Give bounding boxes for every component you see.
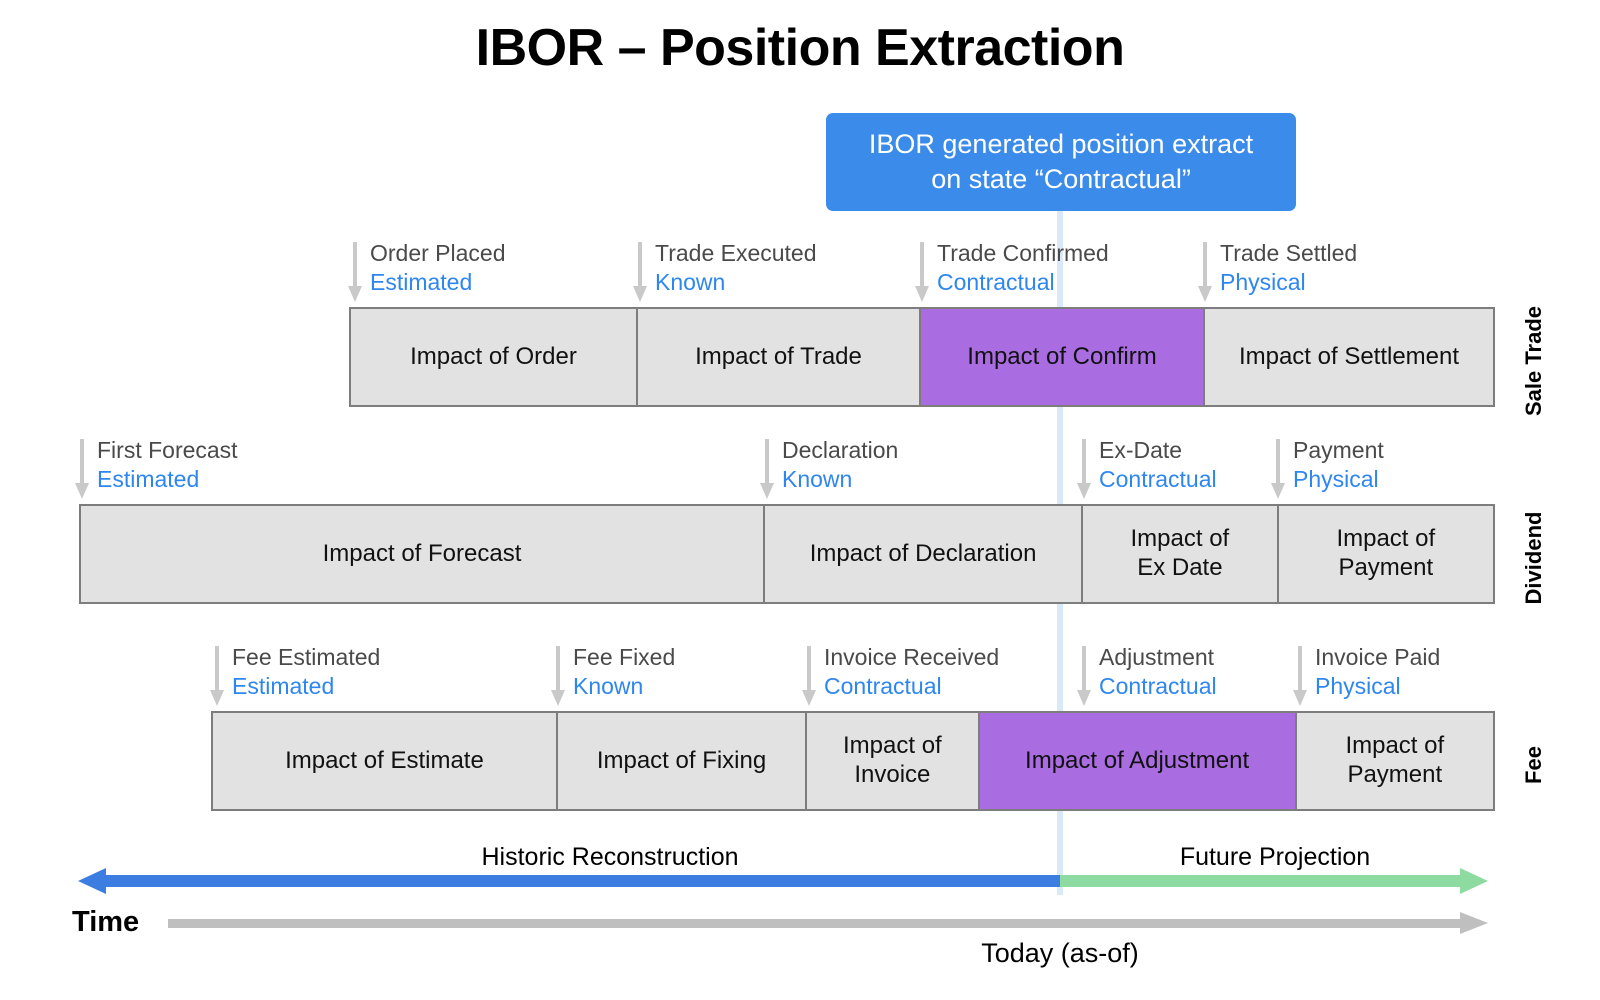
event-name: Invoice Received (824, 644, 1000, 670)
time-axis-arrow (168, 912, 1488, 934)
lane-title-fee: Fee (1521, 746, 1546, 784)
event-state: Known (782, 466, 853, 492)
event-name: Invoice Paid (1315, 644, 1441, 670)
lane-segment[interactable]: Impact of Payment (1278, 506, 1494, 602)
time-axis-label: Time (72, 906, 140, 938)
event-name: First Forecast (97, 437, 238, 463)
lane-title-sale-trade: Sale Trade (1521, 305, 1546, 417)
future-projection-label: Future Projection (1179, 843, 1371, 871)
event-name: Order Placed (370, 240, 506, 266)
down-arrow-icon (633, 242, 647, 304)
callout-line-1: IBOR generated position extract (868, 129, 1254, 160)
lane-segment[interactable]: Impact of Trade (638, 309, 921, 405)
event-state: Estimated (370, 269, 473, 295)
down-arrow-icon (348, 242, 362, 304)
event-state: Contractual (1099, 466, 1217, 492)
lane-segment[interactable]: Impact of Forecast (81, 506, 766, 602)
down-arrow-icon (1293, 646, 1307, 708)
event-name: Declaration (782, 437, 899, 463)
lane-segment[interactable]: Impact of Ex Date (1083, 506, 1279, 602)
lane-sale-trade: Impact of Order Impact of Trade Impact o… (349, 307, 1495, 407)
event-state: Contractual (1099, 673, 1217, 699)
lane-segment[interactable]: Impact of Order (351, 309, 638, 405)
down-arrow-icon (1198, 242, 1212, 304)
event-name: Trade Confirmed (937, 240, 1109, 266)
event-state: Estimated (97, 466, 200, 492)
down-arrow-icon (210, 646, 224, 708)
historic-reconstruction-label: Historic Reconstruction (481, 843, 739, 871)
lane-segment[interactable]: Impact of Fixing (557, 713, 808, 809)
lane-segment-highlighted[interactable]: Impact of Adjustment (979, 713, 1297, 809)
down-arrow-icon (802, 646, 816, 708)
event-state: Physical (1293, 466, 1379, 492)
lane-dividend: Impact of Forecast Impact of Declaration… (79, 504, 1495, 604)
down-arrow-icon (1077, 439, 1091, 501)
event-state: Physical (1315, 673, 1401, 699)
down-arrow-icon (75, 439, 89, 501)
lane-segment-highlighted[interactable]: Impact of Confirm (921, 309, 1205, 405)
lane-segment[interactable]: Impact of Estimate (213, 713, 558, 809)
today-label: Today (as-of) (981, 938, 1139, 968)
lane-segment[interactable]: Impact of Declaration (765, 506, 1084, 602)
lane-segment[interactable]: Impact of Invoice (807, 713, 980, 809)
down-arrow-icon (760, 439, 774, 501)
page-title: IBOR – Position Extraction (475, 19, 1125, 77)
event-name: Fee Fixed (573, 644, 676, 670)
event-state: Contractual (937, 269, 1055, 295)
event-name: Ex-Date (1099, 437, 1183, 463)
event-name: Trade Settled (1220, 240, 1358, 266)
callout-line-2: on state “Contractual” (931, 164, 1191, 194)
event-name: Trade Executed (655, 240, 817, 266)
event-name: Adjustment (1099, 644, 1215, 670)
ibor-extract-callout: IBOR generated position extract on state… (826, 113, 1296, 211)
historic-reconstruction-arrow (78, 868, 1060, 894)
event-state: Contractual (824, 673, 942, 699)
down-arrow-icon (1077, 646, 1091, 708)
lane-segment[interactable]: Impact of Settlement (1205, 309, 1493, 405)
lane-title-dividend: Dividend (1521, 511, 1546, 605)
event-state: Known (655, 269, 726, 295)
event-name: Payment (1293, 437, 1384, 463)
event-name: Fee Estimated (232, 644, 381, 670)
down-arrow-icon (1271, 439, 1285, 501)
down-arrow-icon (915, 242, 929, 304)
down-arrow-icon (551, 646, 565, 708)
event-state: Estimated (232, 673, 335, 699)
event-state: Known (573, 673, 644, 699)
lane-segment[interactable]: Impact of Payment (1296, 713, 1493, 809)
event-state: Physical (1220, 269, 1306, 295)
lane-fee: Impact of Estimate Impact of Fixing Impa… (211, 711, 1495, 811)
future-projection-arrow (1060, 868, 1488, 894)
